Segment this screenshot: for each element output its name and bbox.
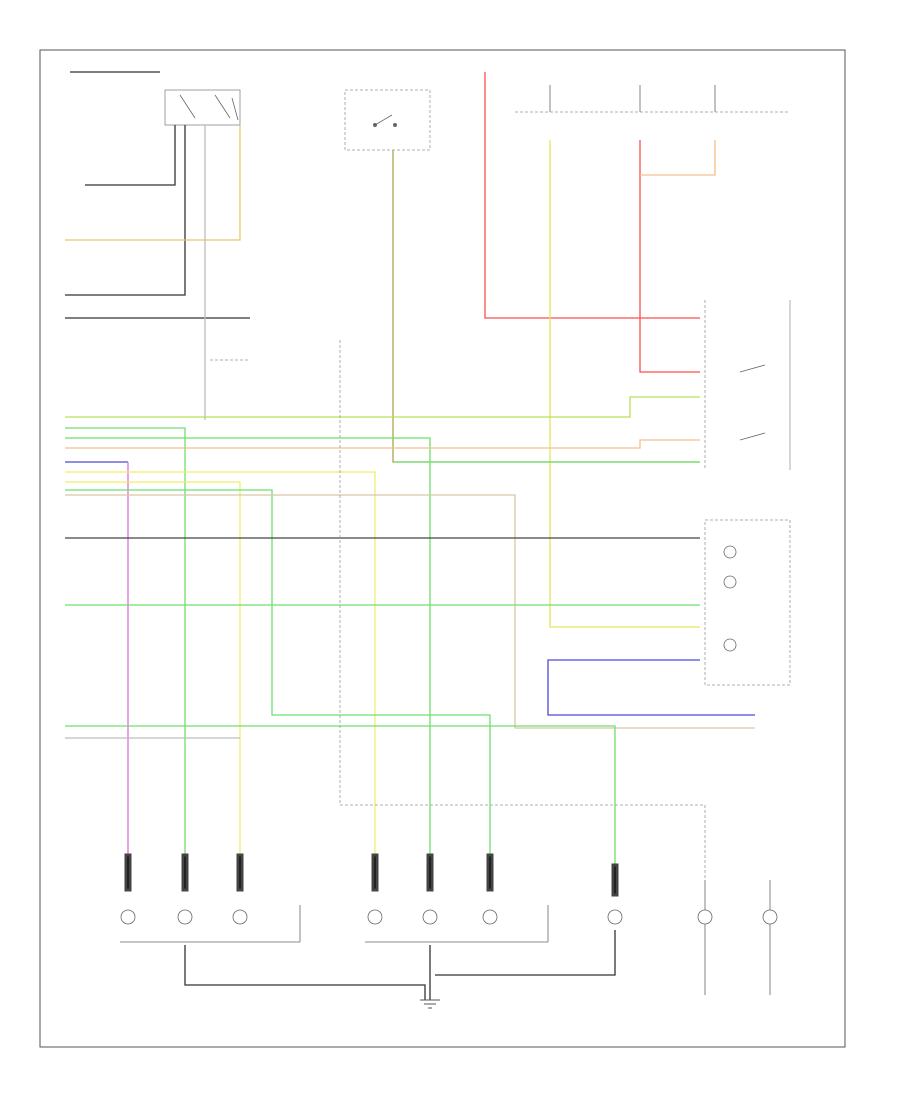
wire-green-low: [65, 725, 616, 865]
wire-tan-long: [65, 494, 755, 729]
top-left-relay: [164, 89, 241, 126]
instrument-cluster-box: [704, 519, 791, 686]
wire-red-1: [484, 72, 700, 319]
ground-bus-3: [435, 930, 616, 976]
lamp-5: [422, 909, 438, 925]
wire-yellow-2: [65, 481, 241, 865]
headlight-switch: [344, 89, 431, 151]
lamp-4: [367, 909, 383, 925]
wire-black-top-2: [85, 125, 176, 186]
left-front-lamp-cluster: [120, 853, 301, 943]
wire-tan-fuse: [640, 140, 716, 176]
relay-box: [164, 89, 241, 126]
wire-olive-switch: [392, 150, 700, 463]
lamp-3: [232, 909, 248, 925]
lamp-2: [177, 909, 193, 925]
ground-symbol: [420, 999, 440, 1009]
wire-yellow-1: [65, 471, 376, 865]
wire-green-5: [65, 489, 491, 865]
wire-black-top-3: [65, 125, 186, 296]
lamp-6: [482, 909, 498, 925]
lamp-9: [762, 909, 778, 925]
headlight-switch-box: [344, 89, 431, 151]
rear-lamps: [697, 880, 778, 995]
wire-red-2: [639, 140, 700, 373]
wire-green-2: [65, 427, 186, 865]
wire-gray-dash-1: [339, 340, 706, 880]
lamp-7: [607, 909, 623, 925]
lamp-8: [697, 909, 713, 925]
wire-green-3: [65, 437, 431, 865]
wire-orange-1: [65, 439, 700, 449]
extra-lamp: [607, 863, 623, 925]
diagram-frame: [39, 49, 846, 1048]
wire-green-1: [65, 396, 700, 418]
ground-bus: [184, 945, 426, 1000]
right-switch-block: [704, 300, 791, 470]
wire-tan-top: [65, 125, 241, 241]
fuse-block: [515, 85, 790, 113]
wire-yellow-fuse: [549, 140, 700, 628]
lamp-1: [120, 909, 136, 925]
wire-blue-right: [547, 659, 755, 716]
right-front-lamp-cluster: [365, 853, 549, 943]
instrument-cluster: [704, 519, 791, 686]
